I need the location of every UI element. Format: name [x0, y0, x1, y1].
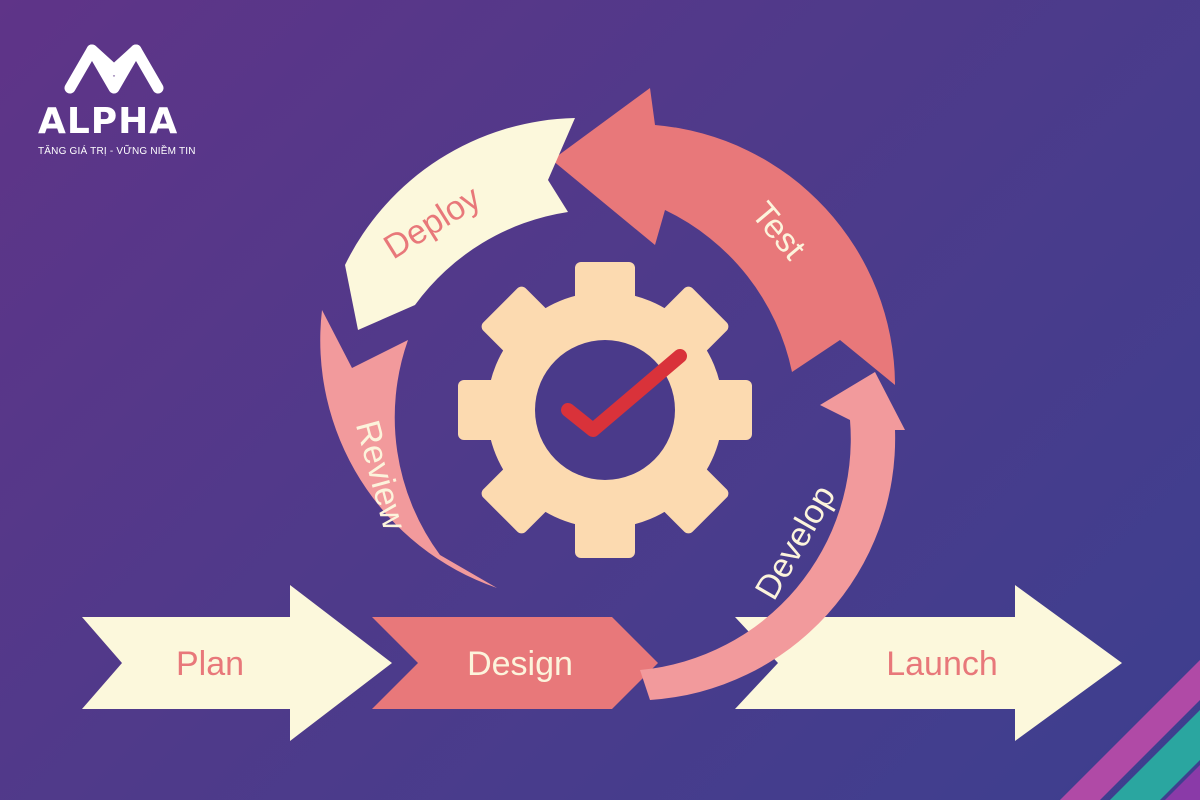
brand-name: ALPHA [38, 101, 179, 142]
plan-label: Plan [176, 645, 244, 683]
alpha-logo-icon [64, 44, 164, 94]
design-label: Design [467, 645, 573, 683]
brand-tagline: TĂNG GIÁ TRỊ - VỮNG NIỀM TIN [38, 146, 196, 157]
design-arrow [372, 617, 658, 709]
review-arc [320, 310, 497, 588]
launch-label: Launch [886, 645, 998, 683]
gear-hole [535, 340, 675, 480]
develop-arc [640, 372, 905, 700]
test-arc [552, 88, 895, 385]
corner-stripes [1060, 660, 1200, 800]
deploy-arc [345, 118, 575, 330]
review-label: Review [348, 416, 414, 534]
launch-arrow [735, 585, 1122, 741]
plan-arrow [82, 585, 392, 741]
check-icon [561, 349, 687, 437]
